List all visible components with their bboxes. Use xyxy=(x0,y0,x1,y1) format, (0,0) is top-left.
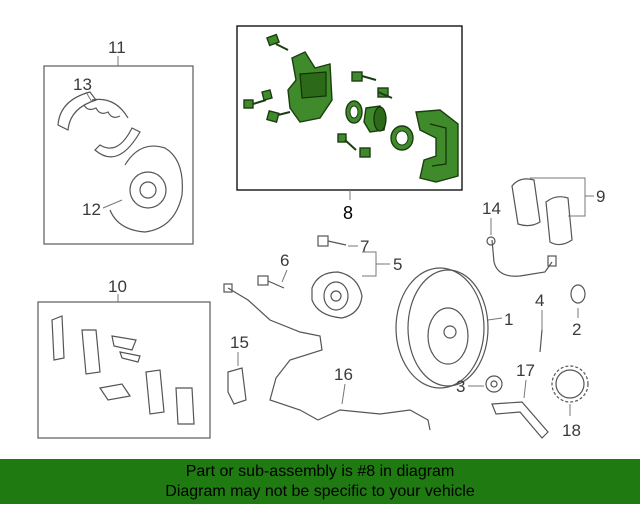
footer-line-1: Part or sub-assembly is #8 in diagram xyxy=(185,463,455,480)
label-17: 17 xyxy=(516,361,535,380)
speed-sensor-harness-icon: 16 xyxy=(223,283,431,431)
label-5: 5 xyxy=(393,255,402,274)
group-box-11: 11 13 12 xyxy=(43,38,194,245)
group-box-10: 10 xyxy=(37,277,211,439)
pin-4-icon: 4 xyxy=(535,291,544,353)
brake-caliper-icon xyxy=(243,33,459,183)
label-4: 4 xyxy=(535,291,544,310)
footer-banner: Part or sub-assembly is #8 in diagram Di… xyxy=(0,459,640,504)
wheel-hub-icon: 5 xyxy=(311,251,402,319)
label-1: 1 xyxy=(504,310,513,329)
label-8: 8 xyxy=(343,203,353,223)
hardware-kit-icon xyxy=(51,315,195,425)
label-6: 6 xyxy=(280,251,289,270)
label-11: 11 xyxy=(108,38,126,57)
sensor-bracket-15-icon: 15 xyxy=(227,333,249,405)
label-9: 9 xyxy=(596,187,605,206)
brake-hose-icon: 14 xyxy=(482,199,557,277)
label-12: 12 xyxy=(82,200,101,219)
footer-line-2: Diagram may not be specific to your vehi… xyxy=(165,483,475,500)
label-14: 14 xyxy=(482,199,501,218)
bracket-17-icon: 17 xyxy=(491,361,549,439)
parking-brake-shoe-icon xyxy=(57,91,141,158)
tone-ring-icon: 18 xyxy=(551,365,589,440)
label-2: 2 xyxy=(572,320,581,339)
label-7: 7 xyxy=(360,237,369,256)
group-box-8: 8 xyxy=(236,25,463,223)
bolt-6-icon: 6 xyxy=(257,251,289,289)
label-3: 3 xyxy=(456,377,465,396)
label-16: 16 xyxy=(334,365,353,384)
label-15: 15 xyxy=(230,333,249,352)
brake-pads-icon: 9 xyxy=(511,177,605,246)
cap-2-icon: 2 xyxy=(570,284,586,339)
label-18: 18 xyxy=(562,421,581,440)
parts-diagram: 11 13 12 8 xyxy=(37,25,605,440)
label-10: 10 xyxy=(108,277,127,296)
nut-3-icon: 3 xyxy=(456,375,503,396)
backing-plate-icon xyxy=(109,145,183,233)
brake-rotor-icon: 1 xyxy=(395,267,513,389)
bolt-7-icon: 7 xyxy=(317,235,369,256)
label-13: 13 xyxy=(73,75,92,94)
